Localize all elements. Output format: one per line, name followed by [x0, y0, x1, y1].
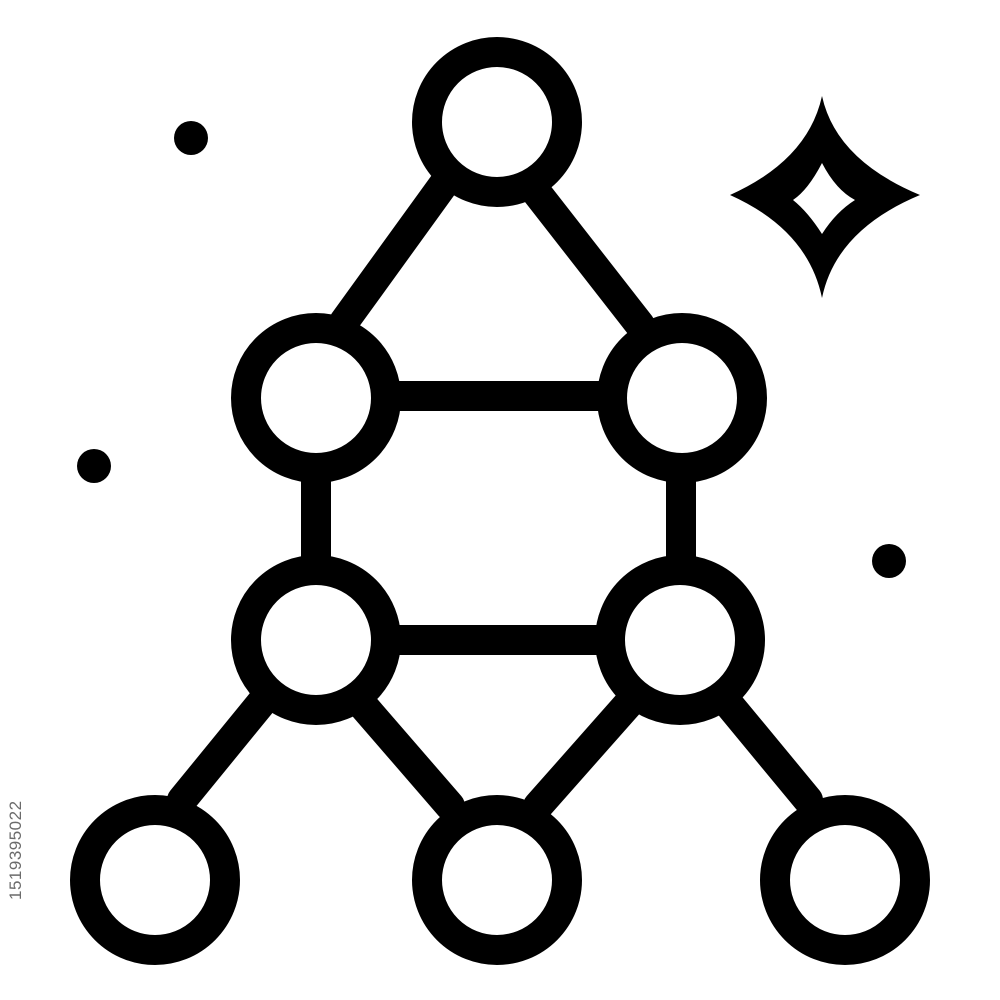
dot-decoration-mid-left — [77, 449, 111, 483]
dot-decoration-right — [872, 544, 906, 578]
node-lower-left — [231, 555, 401, 725]
dot-decoration-top-left — [174, 121, 208, 155]
sparkle-star-icon — [730, 96, 920, 298]
node-top — [412, 37, 582, 207]
edge-lower-left-outer — [167, 687, 277, 815]
node-bottom-left — [70, 795, 240, 965]
edge-lower-right-inner — [523, 687, 645, 821]
edge-top-left — [329, 166, 461, 337]
node-upper-left — [231, 313, 401, 483]
edge-top-right — [515, 169, 655, 340]
edge-lower-left-inner — [345, 687, 465, 821]
node-upper-right — [597, 313, 767, 483]
watermark-id: 1519395022 — [6, 800, 25, 900]
node-bottom-right — [760, 795, 930, 965]
node-lower-right — [595, 555, 765, 725]
edge-lower-right-outer — [712, 687, 823, 815]
node-bottom-center — [412, 795, 582, 965]
